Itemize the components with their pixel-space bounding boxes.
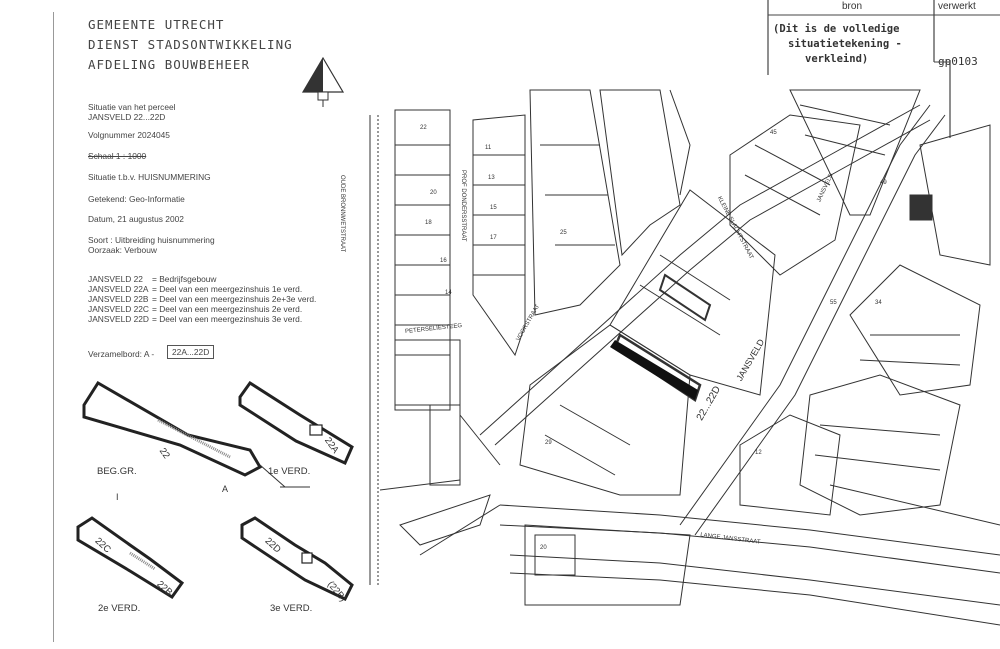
floor-plan-3e	[240, 516, 354, 601]
legend-desc: = Deel van een meergezinshuis 2e+3e verd…	[152, 294, 317, 304]
house-number: 20	[430, 190, 437, 196]
header-line-3: AFDELING BOUWBEHEER	[88, 57, 250, 72]
house-number: 18	[425, 220, 432, 226]
situatie-tbv: Situatie t.b.v. HUISNUMMERING	[88, 172, 211, 182]
floor-2e-label: 2e VERD.	[98, 603, 141, 614]
oorzaak: Oorzaak: Verbouw	[88, 245, 157, 255]
house-number: 34	[875, 300, 882, 306]
verzamelbord-label: Verzamelbord: A -	[88, 349, 155, 359]
header-line-2: DIENST STADSONTWIKKELING	[88, 37, 293, 52]
stamp-note-3: verkleind)	[805, 53, 869, 65]
legend-code: JANSVELD 22B	[88, 294, 149, 304]
house-number: 17	[490, 235, 497, 241]
house-number: 13	[488, 175, 495, 181]
floor-plan-2e	[76, 516, 185, 600]
getekend: Getekend: Geo-Informatie	[88, 194, 185, 204]
legend-desc: = Bedrijfsgebouw	[152, 274, 217, 284]
stamp-bron: bron	[842, 1, 863, 12]
stamp-code: gp0103	[938, 55, 978, 68]
legend-desc: = Deel van een meergezinshuis 1e verd.	[152, 284, 303, 294]
floor-plan-1e	[238, 380, 354, 465]
house-number: 25	[560, 230, 567, 236]
house-number: 14	[445, 290, 452, 296]
floor-3e-label: 3e VERD.	[270, 603, 313, 614]
stamp-note-2: situatietekening -	[788, 38, 902, 50]
floor-1e-label: 1e VERD.	[268, 466, 311, 477]
panel-edge-line	[53, 12, 54, 642]
legend-code: JANSVELD 22A	[88, 284, 149, 294]
floor-beg-mark: I	[116, 492, 119, 502]
legend-row: JANSVELD 22A= Deel van een meergezinshui…	[88, 284, 316, 294]
legend-code: JANSVELD 22C	[88, 304, 149, 314]
house-number: 16	[440, 258, 447, 264]
floor-beg-label: BEG.GR.	[97, 466, 137, 477]
header-line-1: GEMEENTE UTRECHT	[88, 17, 225, 32]
legend-row: JANSVELD 22D= Deel van een meergezinshui…	[88, 314, 316, 324]
house-number: 49	[880, 180, 887, 186]
legend-row: JANSVELD 22 = Bedrijfsgebouw	[88, 274, 316, 284]
datum: Datum, 21 augustus 2002	[88, 214, 184, 224]
street-oude: OUDE BRONNWETSTRAAT	[339, 175, 345, 253]
legend-row: JANSVELD 22C= Deel van een meergezinshui…	[88, 304, 316, 314]
house-number: 29	[545, 440, 552, 446]
soort: Soort : Uitbreiding huisnummering	[88, 235, 215, 245]
house-number: 15	[490, 205, 497, 211]
verzamelbord-value: 22A...22D	[167, 345, 215, 359]
floor-plan-beg	[82, 380, 310, 488]
floor-plans	[76, 380, 354, 601]
house-number: 22	[420, 125, 427, 131]
floor-beg-marker: A	[222, 484, 229, 494]
situatie-title: Situatie van het perceel	[88, 102, 176, 112]
north-arrow-icon	[301, 56, 345, 107]
situation-map	[369, 89, 1000, 626]
legend-code: JANSVELD 22D	[88, 314, 149, 324]
house-number: 55	[830, 300, 837, 306]
legend-desc: = Deel van een meergezinshuis 3e verd.	[152, 314, 303, 324]
street-prof: PROF DONDERSSTRAAT	[460, 170, 466, 242]
legend: JANSVELD 22 = Bedrijfsgebouw JANSVELD 22A…	[88, 274, 316, 324]
volgnummer: Volgnummer 2024045	[88, 130, 170, 140]
stamp-note-1: (Dit is de volledige	[773, 23, 900, 35]
house-number: 20	[540, 545, 547, 551]
stamp-frame	[767, 0, 1000, 138]
house-number: 45	[770, 130, 777, 136]
legend-row: JANSVELD 22B= Deel van een meergezinshui…	[88, 294, 316, 304]
situatie-address: JANSVELD 22...22D	[88, 112, 166, 122]
legend-code: JANSVELD 22	[88, 274, 143, 284]
house-number: 11	[485, 145, 492, 151]
stamp-verwerkt: verwerkt	[938, 1, 976, 12]
legend-desc: = Deel van een meergezinshuis 2e verd.	[152, 304, 303, 314]
schaal: Schaal 1 : 1000	[88, 151, 147, 161]
house-number: 12	[755, 450, 762, 456]
